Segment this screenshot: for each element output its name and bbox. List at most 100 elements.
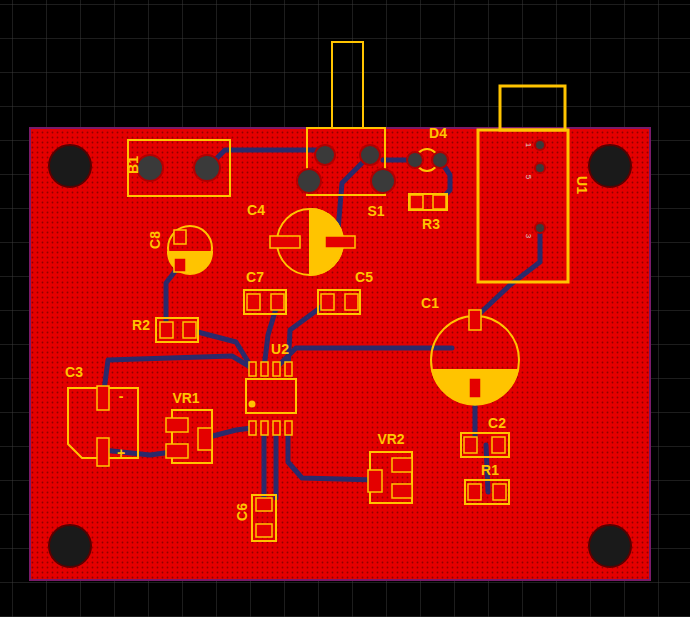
pad bbox=[297, 169, 321, 193]
trace bbox=[262, 428, 267, 505]
pad bbox=[285, 362, 292, 376]
smd-pads bbox=[97, 195, 506, 537]
capacitor-polarity bbox=[432, 370, 518, 405]
part-label: R2 bbox=[132, 318, 150, 332]
mounting-holes bbox=[49, 145, 631, 567]
part-label: 3 bbox=[524, 234, 532, 238]
mounting-hole bbox=[49, 525, 91, 567]
trace bbox=[288, 302, 328, 368]
capacitor-outline bbox=[244, 290, 286, 314]
pad bbox=[256, 524, 272, 537]
connector-outline bbox=[128, 140, 230, 196]
pad bbox=[315, 145, 335, 165]
jack-outline bbox=[500, 86, 565, 130]
pad bbox=[194, 155, 220, 181]
part-label: C8 bbox=[148, 231, 162, 249]
part-label: C3 bbox=[65, 365, 83, 379]
trace bbox=[274, 428, 279, 498]
part-label: 5 bbox=[524, 175, 532, 179]
pad bbox=[469, 310, 481, 330]
pad bbox=[137, 155, 163, 181]
pad bbox=[410, 195, 423, 209]
part-label: C1 bbox=[421, 296, 439, 310]
pad bbox=[360, 145, 380, 165]
resistor-outline bbox=[465, 480, 509, 504]
pad bbox=[270, 236, 300, 248]
pad bbox=[183, 322, 196, 338]
part-label: C5 bbox=[355, 270, 373, 284]
silkscreen bbox=[68, 42, 568, 541]
pad bbox=[174, 230, 186, 244]
part-label: VR1 bbox=[172, 391, 199, 405]
resistor-outline bbox=[409, 194, 447, 210]
pad bbox=[249, 362, 256, 376]
pad bbox=[493, 484, 506, 500]
part-label: C7 bbox=[246, 270, 264, 284]
pad bbox=[174, 258, 186, 272]
pad bbox=[535, 163, 545, 173]
capacitor-outline bbox=[252, 495, 276, 541]
part-label: S1 bbox=[367, 204, 384, 218]
part-label: D4 bbox=[429, 126, 447, 140]
jack-outline bbox=[478, 130, 568, 282]
part-label: + bbox=[117, 446, 125, 460]
capacitor-outline bbox=[318, 290, 360, 314]
part-label: VR2 bbox=[377, 432, 404, 446]
switch-shaft bbox=[332, 42, 363, 128]
part-label: C2 bbox=[488, 416, 506, 430]
pad bbox=[256, 498, 272, 511]
trace bbox=[276, 348, 452, 368]
mounting-hole bbox=[589, 145, 631, 187]
pad bbox=[97, 438, 109, 466]
trace bbox=[288, 428, 376, 480]
pad bbox=[433, 195, 446, 209]
mounting-hole bbox=[49, 145, 91, 187]
trace bbox=[166, 265, 180, 330]
pad bbox=[261, 421, 268, 435]
traces bbox=[103, 150, 540, 505]
trace bbox=[475, 228, 540, 318]
pad bbox=[97, 386, 109, 410]
pad bbox=[325, 236, 355, 248]
part-label: C6 bbox=[235, 503, 249, 521]
part-label: C4 bbox=[247, 203, 265, 217]
pad bbox=[271, 294, 284, 310]
part-label: R1 bbox=[481, 463, 499, 477]
pad bbox=[535, 140, 545, 150]
pad bbox=[166, 444, 188, 458]
part-label: U2 bbox=[271, 342, 289, 356]
part-label: 1 bbox=[524, 143, 532, 147]
mounting-hole bbox=[589, 525, 631, 567]
through-hole-pads bbox=[137, 140, 545, 233]
part-label: B1 bbox=[126, 156, 140, 174]
trace bbox=[338, 155, 370, 230]
pad bbox=[432, 152, 448, 168]
pad bbox=[285, 421, 292, 435]
pad bbox=[469, 378, 481, 398]
pad bbox=[321, 294, 334, 310]
trace bbox=[264, 302, 278, 368]
pad bbox=[261, 362, 268, 376]
pad bbox=[345, 294, 358, 310]
capacitor-outline bbox=[461, 433, 509, 457]
part-label: U1 bbox=[575, 176, 589, 194]
resistor-outline bbox=[156, 318, 198, 342]
pad bbox=[368, 470, 382, 492]
pin1-dot bbox=[250, 402, 255, 407]
pad bbox=[392, 484, 412, 498]
pad bbox=[464, 437, 477, 453]
pad bbox=[249, 421, 256, 435]
pad bbox=[392, 458, 412, 472]
pad bbox=[535, 223, 545, 233]
pad bbox=[198, 428, 212, 450]
pad bbox=[407, 152, 423, 168]
pad bbox=[166, 418, 188, 432]
ic-outline bbox=[246, 379, 296, 413]
part-label: R3 bbox=[422, 217, 440, 231]
pad bbox=[273, 421, 280, 435]
pad bbox=[273, 362, 280, 376]
